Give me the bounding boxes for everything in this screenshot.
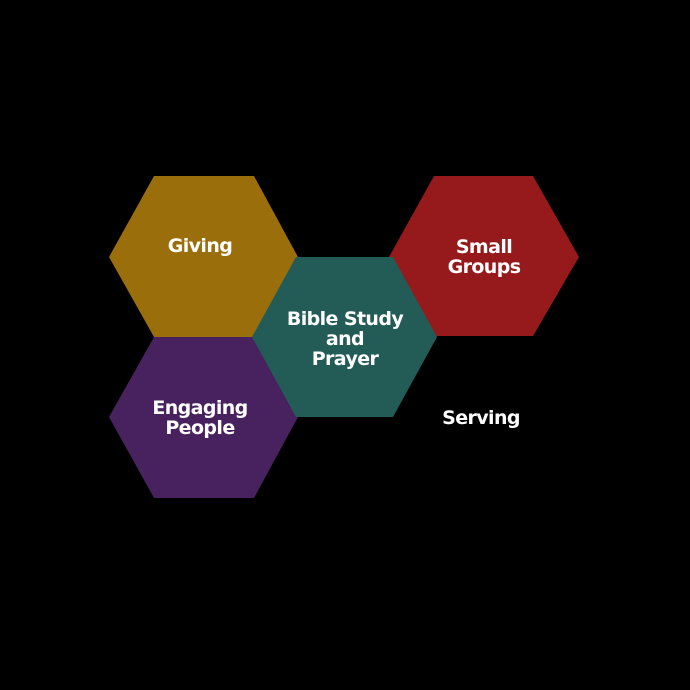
label-line: Groups: [447, 256, 521, 278]
hexagon-engaging-people: [109, 337, 298, 498]
label-line: Giving: [167, 235, 233, 257]
label-engaging-people: Engaging People: [152, 397, 248, 439]
label-line: Prayer: [311, 348, 379, 370]
label-line: Serving: [442, 407, 520, 429]
label-small-groups: Small Groups: [448, 237, 521, 277]
hexagon-giving: [109, 176, 298, 337]
label-bible-study-and-prayer: Bible Study and Prayer: [286, 308, 404, 370]
label-line: Engaging: [152, 397, 248, 419]
hexagon-bible-study-and-prayer: [252, 257, 437, 417]
hexagon-small-groups: [389, 176, 579, 336]
hexagon-serving: [389, 337, 579, 498]
label-line: Small: [455, 236, 513, 258]
label-serving: Serving: [442, 408, 520, 428]
label-line: People: [165, 417, 235, 439]
label-line: Bible Study: [286, 308, 404, 330]
label-giving: Giving: [168, 236, 233, 256]
label-line: and: [325, 328, 365, 350]
